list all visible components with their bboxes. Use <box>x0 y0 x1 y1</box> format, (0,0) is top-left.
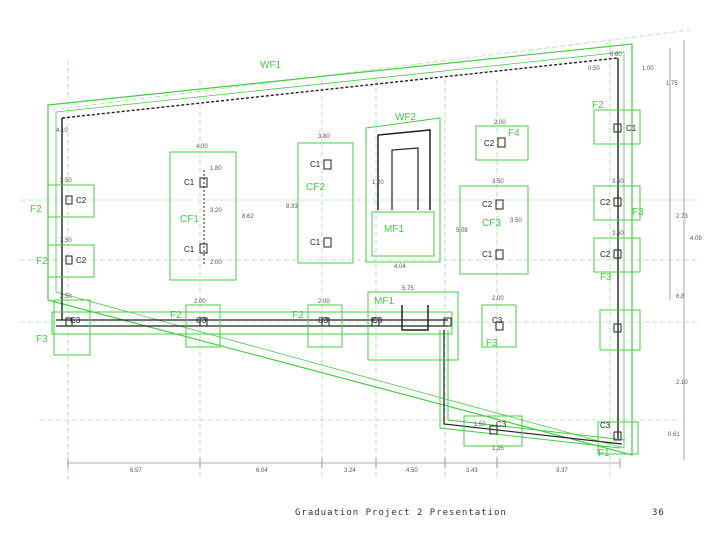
footings-bottom <box>185 304 523 447</box>
svg-text:6.57: 6.57 <box>130 468 142 474</box>
label-wf2: WF2 <box>395 112 417 123</box>
svg-text:C3: C3 <box>496 420 507 429</box>
dimension-lines <box>67 40 685 468</box>
svg-text:C1: C1 <box>184 178 195 187</box>
label-f1: F1 <box>598 448 610 459</box>
svg-text:C1: C1 <box>626 124 637 133</box>
svg-text:2.00: 2.00 <box>494 120 506 126</box>
svg-text:3.80: 3.80 <box>318 134 330 140</box>
svg-text:2.00: 2.00 <box>210 260 222 266</box>
svg-text:3.50: 3.50 <box>492 179 504 185</box>
combined-footing-cf2 <box>297 142 354 264</box>
column-labels: C2 C2 C1 C1 C1 C1 C2 C2 C1 C1 C2 C2 C3 C… <box>70 124 637 430</box>
svg-text:C3: C3 <box>372 316 383 325</box>
svg-text:0.60: 0.60 <box>610 52 622 58</box>
svg-text:0.50: 0.50 <box>588 66 600 72</box>
svg-text:8.62: 8.62 <box>242 214 254 220</box>
svg-text:C3: C3 <box>492 316 503 325</box>
combined-footing-cf3 <box>459 185 529 275</box>
label-cf2: CF2 <box>306 182 325 193</box>
svg-text:2.00: 2.00 <box>194 299 206 305</box>
label-f2-e: F2 <box>592 100 604 111</box>
footings-right <box>593 109 641 455</box>
page-number: 36 <box>652 508 665 518</box>
svg-text:1.35: 1.35 <box>492 446 504 452</box>
svg-text:C1: C1 <box>310 160 321 169</box>
label-cf1: CF1 <box>180 214 199 225</box>
label-f2-b: F2 <box>36 256 48 267</box>
label-f3-d: F3 <box>486 338 498 349</box>
svg-text:3.37: 3.37 <box>556 468 568 474</box>
svg-text:2.73: 2.73 <box>676 214 688 220</box>
svg-text:3.24: 3.24 <box>344 468 356 474</box>
svg-text:C3: C3 <box>600 421 611 430</box>
svg-text:3.50: 3.50 <box>612 179 624 185</box>
svg-text:8.33: 8.33 <box>286 204 298 210</box>
label-f3-b: F3 <box>632 207 644 218</box>
combined-footing-cf1 <box>169 151 237 281</box>
svg-text:C1: C1 <box>184 245 195 254</box>
mat-foundation-mf1 <box>367 291 459 361</box>
label-f4: F4 <box>508 128 520 139</box>
svg-text:5.08: 5.08 <box>456 228 468 234</box>
svg-text:C3: C3 <box>70 316 81 325</box>
wall-foundation-wf1 <box>47 43 633 456</box>
label-mf1: MF1 <box>374 296 394 307</box>
footings-left <box>47 184 95 356</box>
svg-text:5.75: 5.75 <box>402 286 414 292</box>
label-f2-c: F2 <box>170 310 182 321</box>
svg-text:1.20: 1.20 <box>372 180 384 186</box>
grade-beam-strip <box>51 311 626 449</box>
foundation-labels: WF1 WF2 CF1 CF2 CF3 MF1 MF1 F2 F2 F2 F2 … <box>30 60 644 459</box>
svg-text:1.50: 1.50 <box>474 422 486 428</box>
dimension-values: 4.00 3.50 3.50 2.50 4.10 3.80 2.00 3.50 … <box>56 52 702 474</box>
svg-text:2.50: 2.50 <box>60 294 72 300</box>
footing-f4 <box>475 125 529 161</box>
svg-text:1.80: 1.80 <box>210 166 222 172</box>
svg-text:C2: C2 <box>600 198 611 207</box>
svg-text:3.50: 3.50 <box>612 231 624 237</box>
svg-text:4.50: 4.50 <box>406 468 418 474</box>
svg-text:C1: C1 <box>310 238 321 247</box>
svg-text:3.50: 3.50 <box>60 238 72 244</box>
svg-text:0.61: 0.61 <box>668 432 680 438</box>
svg-text:6.8: 6.8 <box>676 294 685 300</box>
label-f3-a: F3 <box>36 334 48 345</box>
svg-text:4.04: 4.04 <box>394 264 406 270</box>
label-f2-d: F2 <box>292 310 304 321</box>
svg-text:1.75: 1.75 <box>666 81 678 87</box>
label-f2-a: F2 <box>30 204 42 215</box>
svg-text:2.00: 2.00 <box>492 296 504 302</box>
svg-text:C1: C1 <box>482 250 493 259</box>
label-cf3: CF3 <box>482 218 501 229</box>
label-mf2: MF1 <box>384 224 404 235</box>
svg-text:4.00: 4.00 <box>196 144 208 150</box>
svg-text:3.20: 3.20 <box>210 208 222 214</box>
svg-text:3.43: 3.43 <box>466 468 478 474</box>
columns-bottom <box>199 317 504 435</box>
footer-title: Graduation Project 2 Presentation <box>295 508 507 518</box>
label-wf1: WF1 <box>260 60 282 71</box>
reference-grid <box>20 29 700 480</box>
svg-text:C2: C2 <box>76 256 87 265</box>
svg-text:6.04: 6.04 <box>256 468 268 474</box>
mat-foundation-core <box>365 117 441 263</box>
svg-text:4.09: 4.09 <box>690 236 702 242</box>
svg-text:4.10: 4.10 <box>56 128 68 134</box>
columns-left <box>65 195 73 327</box>
columns-right <box>613 123 622 441</box>
svg-text:2.00: 2.00 <box>318 299 330 305</box>
svg-text:C2: C2 <box>76 196 87 205</box>
svg-text:C2: C2 <box>600 250 611 259</box>
svg-text:C2: C2 <box>482 200 493 209</box>
svg-text:3.50: 3.50 <box>510 218 522 224</box>
svg-text:C2: C2 <box>484 139 495 148</box>
svg-text:C3: C3 <box>318 316 329 325</box>
label-f3-c: F3 <box>600 272 612 283</box>
svg-text:C3: C3 <box>196 316 207 325</box>
svg-text:3.50: 3.50 <box>60 178 72 184</box>
svg-text:2.10: 2.10 <box>676 380 688 386</box>
svg-text:1.00: 1.00 <box>642 66 654 72</box>
